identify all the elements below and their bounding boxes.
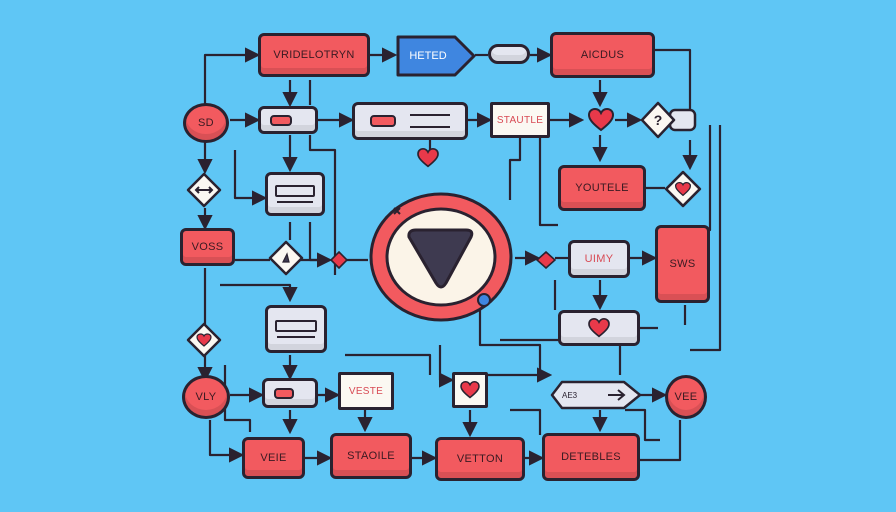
list-lines — [410, 114, 450, 128]
form-1-line — [277, 201, 313, 203]
node-mid-right-box: UIMY — [568, 240, 630, 278]
heart-icon — [588, 108, 614, 132]
node-top-blue-arrow — [396, 35, 476, 77]
form-2-field — [275, 320, 317, 332]
node-bottom-left-circle: VLY — [182, 375, 230, 419]
connector-pill — [488, 44, 530, 64]
node-list-row — [352, 102, 468, 140]
svg-text:?: ? — [654, 112, 663, 128]
node-top-left: VRIDELOTRYN — [258, 33, 370, 77]
diamond-heart-icon-left — [186, 322, 222, 358]
node-mid-tag: STAUTLE — [490, 102, 550, 138]
node-right-box: YOUTELE — [558, 165, 646, 211]
small-diamond-left — [330, 251, 348, 269]
node-toggle-1 — [258, 106, 318, 134]
heart-icon-square — [460, 381, 480, 399]
heart-icon-small — [417, 148, 439, 168]
diamond-heart-icon — [664, 170, 702, 208]
question-icon: ? — [640, 101, 697, 139]
node-left-circle: SD — [183, 103, 229, 143]
node-right-circle: VEE — [665, 375, 707, 419]
toggle-2-red-bar — [274, 387, 294, 399]
arrow-tag-label: AE3 — [562, 390, 578, 400]
node-mid-small: VESTE — [338, 372, 394, 410]
arrow-icon — [550, 380, 642, 410]
play-triangle-icon — [369, 192, 513, 322]
heart-icon-box — [588, 318, 610, 338]
node-heart-square — [452, 372, 488, 408]
node-right-tall: SWS — [655, 225, 710, 303]
node-bottom-1: VEIE — [242, 437, 305, 479]
node-top-right: AICDUS — [550, 32, 655, 78]
node-heart-box — [558, 310, 640, 346]
diamond-arrow-icon — [186, 172, 222, 208]
form-2-line — [277, 336, 315, 338]
node-bottom-4: DETEBLES — [542, 433, 640, 481]
toggle-red-bar — [270, 114, 292, 126]
node-left-box: VOSS — [180, 228, 235, 266]
node-toggle-2 — [262, 378, 318, 408]
list-red-bar — [370, 115, 396, 127]
form-1-field — [275, 185, 315, 197]
node-bottom-2: STAOILE — [330, 433, 412, 479]
node-form-2 — [265, 305, 327, 353]
node-form-1 — [265, 172, 325, 216]
small-diamond-right — [536, 251, 556, 269]
node-top-blue-label: HETED — [409, 50, 447, 62]
node-bottom-3: VETTON — [435, 437, 525, 481]
diamond-icon — [268, 240, 304, 276]
